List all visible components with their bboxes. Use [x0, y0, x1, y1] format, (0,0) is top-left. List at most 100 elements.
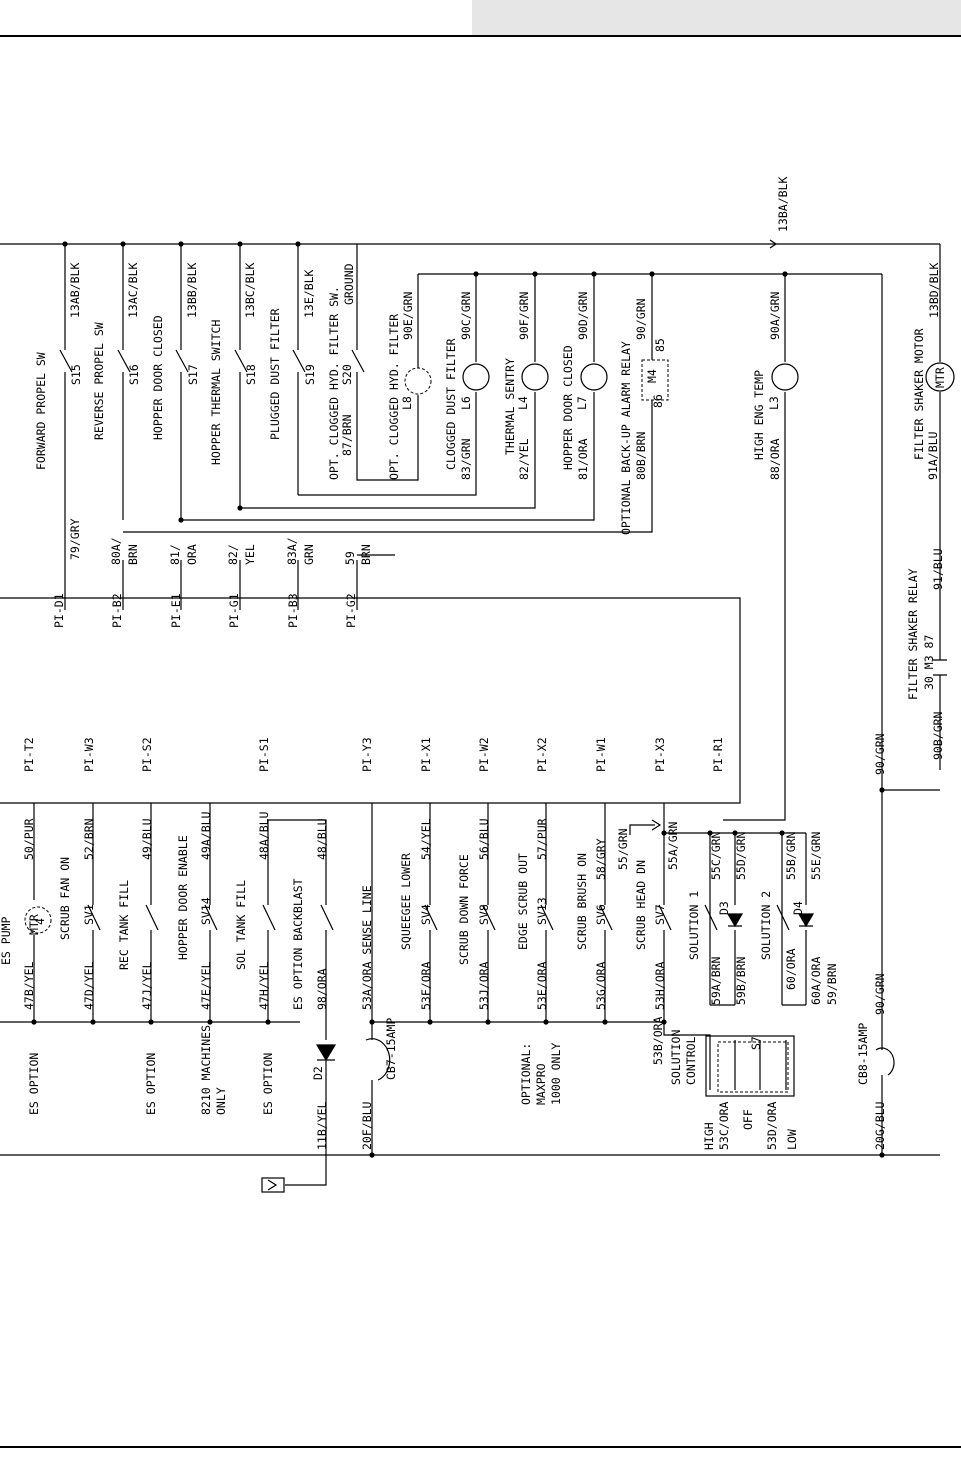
wire-label: PI-G2: [344, 593, 358, 628]
wire-label: 87/BRN: [340, 414, 354, 456]
wire-label: ES PUMP: [0, 916, 13, 965]
wire-label: CB7-15AMP: [384, 1018, 398, 1080]
wire-label: PI-R1: [711, 737, 725, 772]
wire-label: 49/BLU: [140, 818, 154, 860]
wire-label: S19: [303, 364, 317, 385]
wire-label: PLUGGED DUST FILTER: [268, 308, 282, 440]
wire-label: CB8-15AMP: [856, 1023, 870, 1085]
wire-label: 55/GRN: [616, 828, 630, 870]
wire-label: 90D/GRN: [576, 291, 590, 340]
wire-label: 90B/GRN: [931, 711, 945, 760]
wire-label: 13E/BLK: [302, 269, 316, 318]
wire-label: PI-W3: [82, 737, 96, 772]
wire-label: S17: [186, 364, 200, 385]
wire-label: PI-X1: [419, 737, 433, 772]
wire-label: MTR: [933, 367, 947, 388]
wire-label: SOLUTION 1: [687, 891, 701, 960]
wire-label: GRN: [302, 544, 316, 565]
wire-label: 98/ORA: [315, 968, 329, 1010]
wire-label: HIGH: [702, 1122, 716, 1150]
wire-label: 13AC/BLK: [126, 263, 140, 318]
wire-label: 60A/ORA: [809, 956, 823, 1005]
wire-label: 4: [33, 918, 47, 925]
wire-label: OPT. CLOGGED HYD. FILTER SW.: [327, 286, 341, 480]
wire-label: L8: [400, 396, 414, 410]
wire-label: PI-S1: [257, 737, 271, 772]
wire-label: 58/GRY: [594, 838, 608, 880]
wire-label: HIGH ENG TEMP: [752, 370, 766, 460]
wire-label: HOPPER DOOR CLOSED: [151, 315, 165, 440]
wire-label: 47D/YEL: [82, 961, 96, 1010]
wire-label: OPT. CLOGGED HYD. FILTER: [387, 314, 401, 480]
wire-label: 55E/GRN: [809, 831, 823, 880]
wire-label: PI-S2: [140, 737, 154, 772]
wire-label: HOPPER DOOR ENABLE: [176, 835, 190, 960]
wire-label: SV13: [535, 897, 549, 925]
header-tab-box: [472, 0, 961, 36]
wire-label: ONLY: [214, 1087, 228, 1115]
wire-label: 13BD/BLK: [927, 263, 941, 318]
wire-label: PI-G1: [227, 593, 241, 628]
wire-label: MAXPRO: [534, 1063, 548, 1105]
wire-label: 53B/ORA: [651, 1016, 665, 1065]
wire-label: 91A/BLU: [926, 431, 940, 480]
wire-label: SCRUB FAN ON: [58, 857, 72, 940]
wire-label: 13AB/BLK: [68, 263, 82, 318]
wire-label: L3: [767, 396, 781, 410]
wire-label: SV14: [199, 897, 213, 925]
wire-label: 59A/BRN: [709, 956, 723, 1005]
wire-label: 13BA/BLK: [776, 177, 790, 232]
wire-label: 80A/: [109, 537, 123, 565]
wire-label: SV6: [594, 904, 608, 925]
wire-label: SV8: [477, 904, 491, 925]
wire-label: PI-D1: [52, 593, 66, 628]
wire-label: 47H/YEL: [257, 961, 271, 1010]
wire-label: SOLUTION: [669, 1030, 683, 1085]
wire-label: 55D/GRN: [734, 831, 748, 880]
wire-label: ES OPTION BACKBLAST: [291, 878, 305, 1010]
wire-label: 13BB/BLK: [185, 263, 199, 318]
wire-label: 53C/ORA: [717, 1101, 731, 1150]
wire-label: S16: [127, 364, 141, 385]
wire-label: FILTER SHAKER MOTOR: [912, 328, 926, 460]
wire-label: 55A/GRN: [666, 821, 680, 870]
wire-label: PI-X2: [535, 737, 549, 772]
wire-label: REVERSE PROPEL SW: [92, 322, 106, 440]
wire-label: YEL: [243, 544, 257, 565]
wire-label: 53E/ORA: [535, 961, 549, 1010]
wire-label: MTR: [27, 914, 41, 935]
wire-label: 59/BRN: [825, 963, 839, 1005]
wire-label: 53A/ORA SENSE LINE: [360, 885, 374, 1010]
wire-label: SV1: [82, 904, 96, 925]
wire-label: 47E/YEL: [199, 961, 213, 1010]
wire-label: 56/BLU: [477, 818, 491, 860]
wire-label: ORA: [185, 544, 199, 565]
wire-label: 80B/BRN: [634, 431, 648, 480]
wire-label: PI-Y3: [360, 737, 374, 772]
wire-label: 59: [343, 551, 357, 565]
wire-label: SV7: [653, 904, 667, 925]
wire-label: SOLUTION 2: [759, 891, 773, 960]
wire-label: PI-E1: [169, 593, 183, 628]
wire-label: S7: [749, 1036, 763, 1050]
wire-label: BRN: [126, 544, 140, 565]
wire-label: 48/BLU: [315, 818, 329, 860]
wire-label: PI-T2: [22, 737, 36, 772]
wire-label: SOL TANK FILL: [234, 880, 248, 970]
wire-label: GROUND: [342, 263, 356, 305]
wire-label: 88/ORA: [768, 438, 782, 480]
wire-label: 83/GRN: [459, 438, 473, 480]
wire-label: 55C/GRN: [709, 831, 723, 880]
wire-label: CLOGGED DUST FILTER: [444, 338, 458, 470]
wire-label: LOW: [785, 1129, 799, 1150]
wire-label: 47B/YEL: [22, 961, 36, 1010]
wire-label: 48A/BLU: [257, 811, 271, 860]
wire-label: 91/BLU: [931, 548, 945, 590]
wire-label: SQUEEGEE LOWER: [399, 853, 413, 950]
wire-label: 53D/ORA: [765, 1101, 779, 1150]
wire-label: 79/GRY: [68, 518, 82, 560]
header-rule: [0, 35, 961, 37]
wire-label: FILTER SHAKER RELAY: [906, 568, 920, 700]
wire-label: S20: [340, 364, 354, 385]
